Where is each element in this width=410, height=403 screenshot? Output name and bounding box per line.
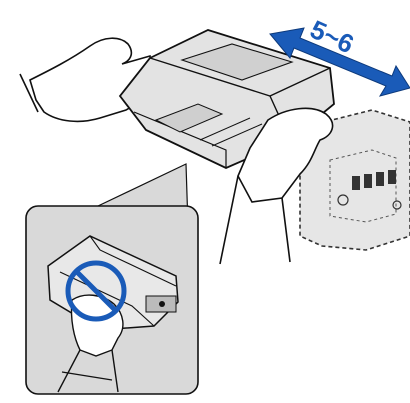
shake-double-arrow-icon — [269, 27, 410, 97]
prohibition-icon — [65, 260, 127, 322]
right-hand-icon — [219, 107, 334, 265]
inset-hand-icon — [57, 294, 124, 393]
printer-outline — [299, 109, 410, 251]
